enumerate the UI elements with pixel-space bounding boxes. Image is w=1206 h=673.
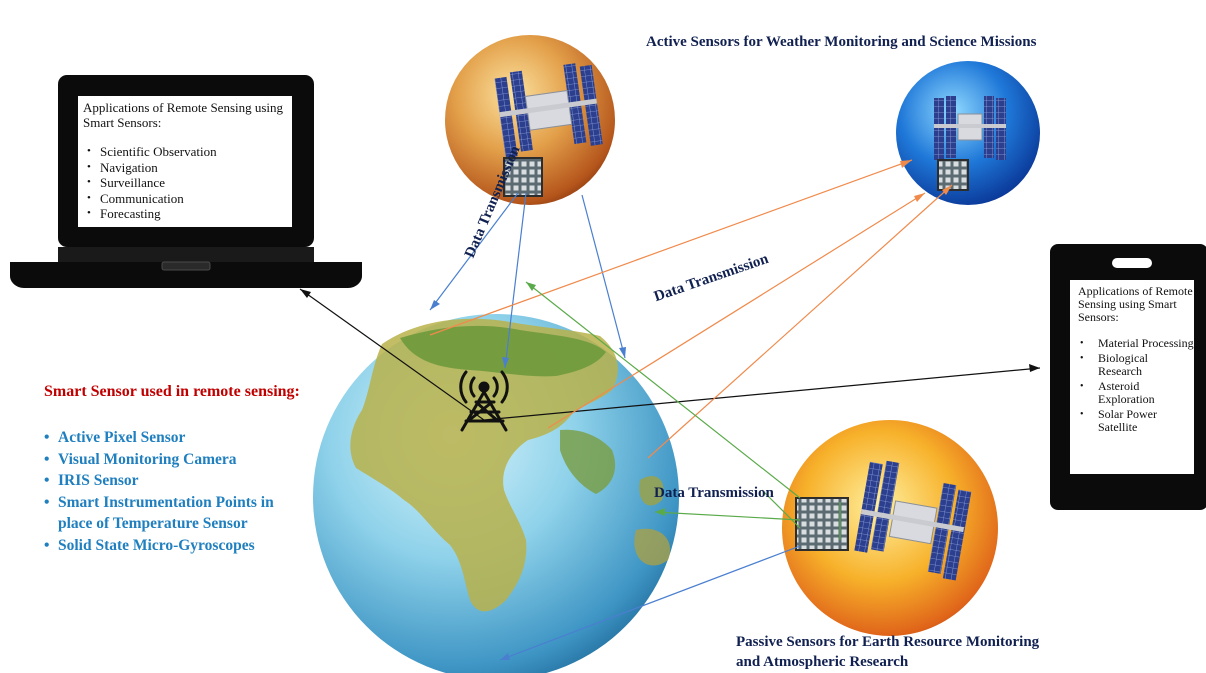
passive-sensors-caption: Passive Sensors for Earth Resource Monit… (736, 634, 1040, 670)
list-item: Forecasting (78, 206, 292, 222)
phone-applications-title: Applications of Remote Sensing using Sma… (1078, 284, 1193, 324)
smart-sensor-title: Smart Sensor used in remote sensing: (44, 383, 300, 400)
smart-sensor-list: Active Pixel Sensor Visual Monitoring Ca… (42, 427, 312, 556)
list-item: Material Processing (1070, 337, 1194, 351)
list-item: Solar Power Satellite (1070, 408, 1194, 434)
list-item: Visual Monitoring Camera (42, 449, 312, 471)
phone-screen: Applications of Remote Sensing using Sma… (1070, 280, 1194, 474)
list-item: Solid State Micro-Gyroscopes (42, 535, 312, 557)
list-item: Asteroid Exploration (1070, 380, 1194, 406)
laptop-applications-list: Scientific Observation Navigation Survei… (78, 144, 292, 222)
list-item: Biological Research (1070, 352, 1194, 378)
list-item: Smart Instrumentation Points in place of… (42, 492, 312, 535)
sensor-chip-icon (795, 497, 849, 551)
satellite-planet-active-left (445, 35, 615, 205)
sensor-chip-icon (937, 159, 969, 191)
transmission-arrows (299, 159, 1041, 661)
satellite-planet-active-right (896, 61, 1040, 205)
active-sensors-caption: Active Sensors for Weather Monitoring an… (646, 34, 1037, 50)
list-item: IRIS Sensor (42, 470, 312, 492)
list-item: Active Pixel Sensor (42, 427, 312, 449)
phone-applications-list: Material Processing Biological Research … (1070, 337, 1194, 434)
antenna-tower-icon (459, 370, 509, 432)
list-item: Communication (78, 191, 292, 207)
laptop-applications-title: Applications of Remote Sensing using Sma… (83, 100, 284, 130)
space-station-icon (854, 460, 972, 581)
earth-globe (313, 314, 679, 673)
data-transmission-label-horizontal: Data Transmission (654, 485, 774, 501)
space-station-icon (494, 63, 603, 158)
list-item: Navigation (78, 160, 292, 176)
list-item: Scientific Observation (78, 144, 292, 160)
satellite-planet-passive (782, 420, 998, 636)
space-station-icon (934, 96, 1006, 160)
list-item: Surveillance (78, 175, 292, 191)
laptop-screen: Applications of Remote Sensing using Sma… (78, 96, 292, 227)
sensor-chip-icon (503, 157, 543, 197)
